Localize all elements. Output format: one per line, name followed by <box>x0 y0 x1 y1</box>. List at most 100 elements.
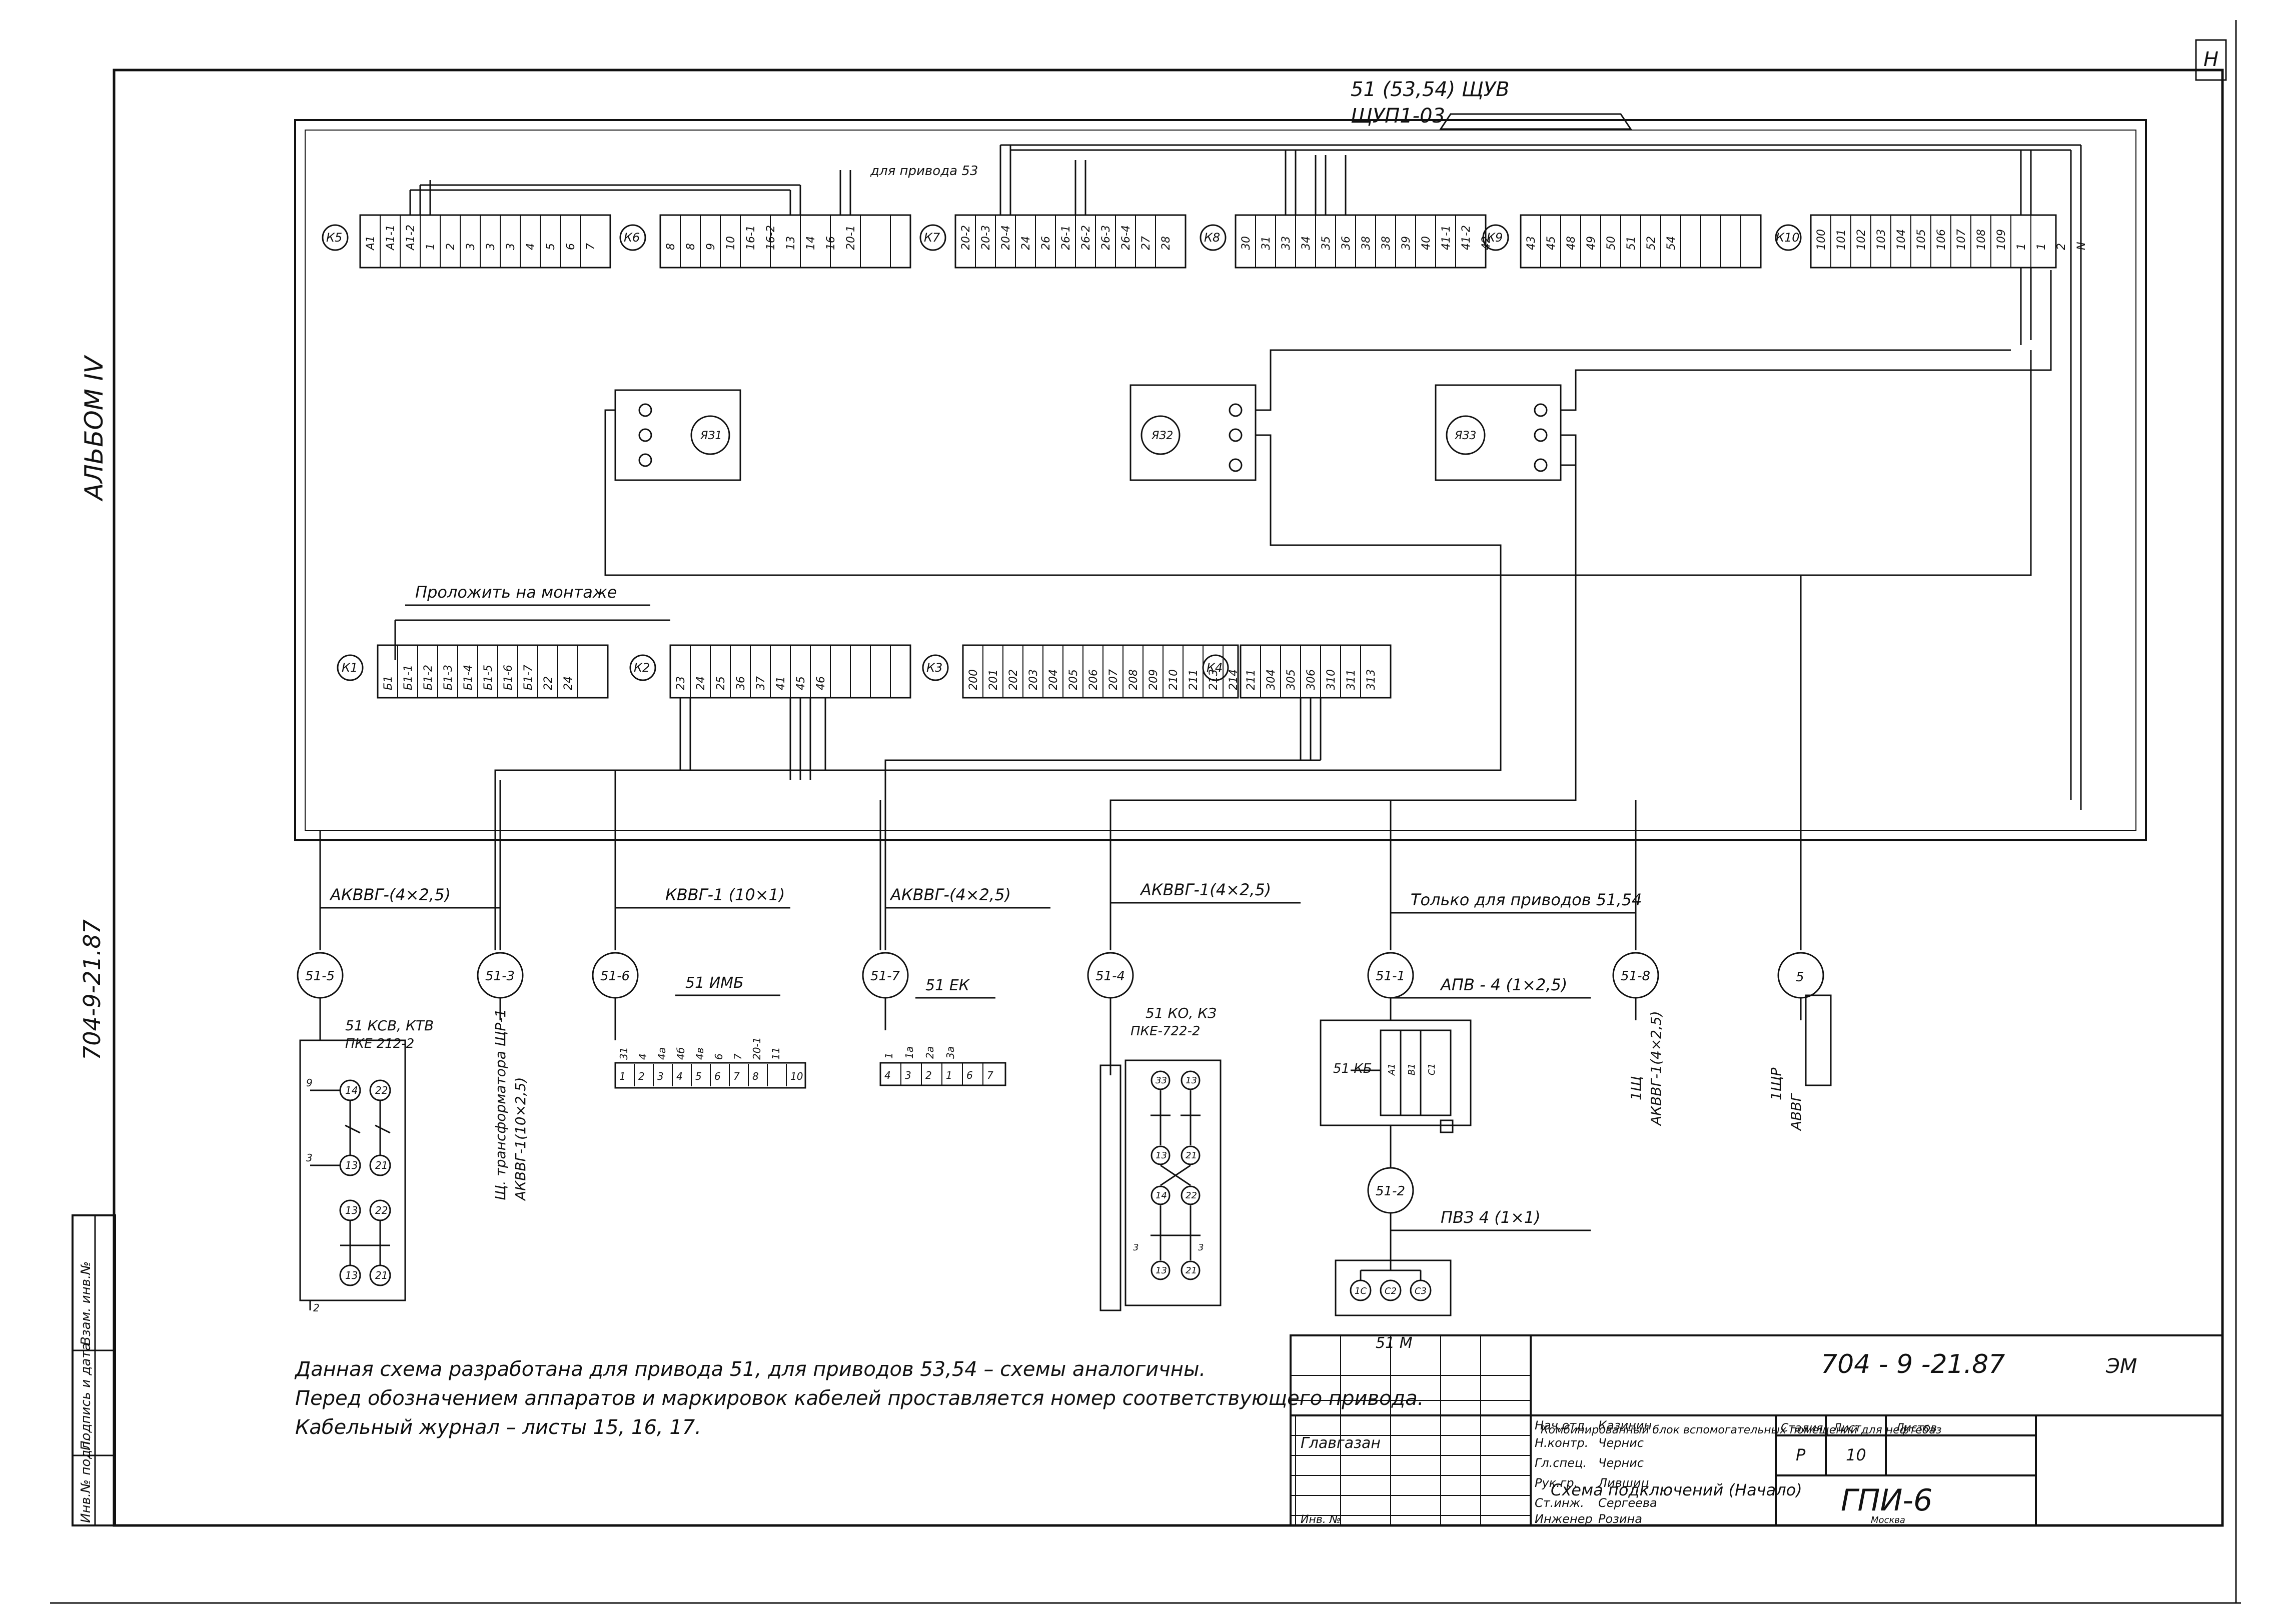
sheet-mark: Н <box>2203 48 2218 71</box>
terminal-label: 106 <box>1935 229 1948 250</box>
cable-51-1: 51-1 <box>1376 969 1405 984</box>
device-4-contact-2: 13 <box>1186 1075 1197 1086</box>
ek-terminal: 1 <box>946 1069 952 1081</box>
top-block-id-1: К5 <box>326 231 342 245</box>
terminal-label: 24 <box>1020 236 1032 250</box>
device-4-contact-4: 21 <box>1186 1150 1197 1161</box>
terminal-label: 38 <box>1360 236 1373 250</box>
tb-stage-header: Стадия <box>1781 1422 1823 1434</box>
imb-terminal: 10 <box>790 1070 803 1082</box>
general-notes: Данная схема разработана для привода 51,… <box>295 1358 1424 1445</box>
bottom-block-id-3: К3 <box>926 661 942 675</box>
imb-wire-label: 7 <box>732 1053 744 1060</box>
imb-wire-label: 6 <box>713 1053 725 1060</box>
cable-markers <box>297 952 1824 1214</box>
cable-51-8: 51-8 <box>1621 969 1650 984</box>
device-4-contact-1: 33 <box>1156 1075 1167 1086</box>
terminal-label: 40 <box>1420 236 1433 250</box>
terminal-label: 20-4 <box>1000 225 1012 250</box>
cable-note-51-1: Только для приводов 51,54 <box>1411 890 1642 909</box>
cabinet-outline <box>294 119 2147 841</box>
cable-51-6: 51-6 <box>600 969 630 984</box>
device-51-ko <box>1099 998 1222 1311</box>
terminal-label: 41-2 <box>1460 225 1473 250</box>
terminal-label: 107 <box>1955 229 1968 250</box>
imb-wire-label: 4а <box>656 1047 668 1060</box>
terminal-label: 2 <box>445 243 457 250</box>
terminal-label: 41-1 <box>1440 225 1453 250</box>
tb-city: Москва <box>1871 1515 1905 1525</box>
terminal-label: 24 <box>562 676 575 690</box>
instrument-1-id: ЯЗ1 <box>700 430 722 442</box>
terminal-label: А1-1 <box>385 225 397 251</box>
terminal-label: 4 <box>525 243 537 250</box>
device-1-contact-5: 13 <box>345 1204 358 1216</box>
terminal-label: 50 <box>1605 236 1618 250</box>
terminal-label: 26-2 <box>1080 225 1092 250</box>
tb-customer: Главгазан <box>1301 1434 1381 1452</box>
cabinet-subtitle: ЩУП1-03 <box>1351 105 1445 128</box>
device-4-title: 51 КО, КЗ <box>1146 1005 1217 1021</box>
terminal-label: 9 <box>705 243 717 250</box>
terminal-label: 1 <box>2035 243 2048 250</box>
tb-stage: Р <box>1796 1445 1806 1464</box>
device-4-contact-5: 14 <box>1156 1190 1167 1201</box>
terminal-label: 304 <box>1265 669 1278 690</box>
terminal-label: 205 <box>1067 669 1080 690</box>
terminal-label: 213 <box>1208 669 1220 690</box>
terminal-label: 14 <box>805 236 817 250</box>
terminal-label: 3 <box>465 243 477 250</box>
side-col-1: Инв.№ подл. <box>79 1437 94 1523</box>
terminal-label: 20-2 <box>960 225 972 250</box>
terminal-label: 104 <box>1895 229 1908 250</box>
terminal-label: 45 <box>1545 236 1558 250</box>
device-1-contact-2: 22 <box>375 1084 388 1096</box>
terminal-label: 200 <box>967 669 980 690</box>
ek-terminal: 2 <box>925 1069 932 1081</box>
ek-terminal: 6 <box>966 1069 973 1081</box>
tb-inv: Инв. № <box>1301 1513 1341 1526</box>
cable-spec-51-7: АКВВГ-(4×2,5) <box>889 885 1011 904</box>
terminal-label: 42 <box>1480 236 1493 250</box>
terminal-label: 13 <box>785 236 797 250</box>
terminal-label: 22 <box>542 676 555 690</box>
device-2-title: 51 ИМБ <box>685 974 744 992</box>
device-4-contact-6: 22 <box>1186 1190 1197 1201</box>
terminal-label: 3 <box>505 243 517 250</box>
cable-spec-51-3: АКВВГ-1(10×2,5) <box>512 1077 529 1201</box>
tb-role-5: Ст.инж. <box>1535 1496 1584 1510</box>
imb-wire-label: 11 <box>770 1047 782 1060</box>
terminal-label: А1 <box>365 236 377 251</box>
device-5-label-1: А1 <box>1387 1063 1397 1076</box>
device-5-title: 51 КБ <box>1333 1061 1372 1076</box>
terminal-label: 3 <box>485 243 497 250</box>
device-1-subtitle: ПКЕ 212-2 <box>345 1036 414 1051</box>
terminal-label: 102 <box>1855 229 1868 250</box>
cabinet-title: 51 (53,54) ЩУВ <box>1351 78 1510 101</box>
tb-role-1: Нач.отд. <box>1535 1418 1588 1432</box>
terminal-label: 36 <box>1340 236 1353 250</box>
imb-terminal: 8 <box>752 1070 759 1082</box>
terminal-label: 26-1 <box>1060 225 1072 250</box>
terminal-label: 105 <box>1915 229 1928 250</box>
cable-spec-5: АВВГ <box>1788 1092 1804 1131</box>
terminal-label: 27 <box>1140 236 1153 250</box>
tb-name-1: Казинин <box>1598 1418 1652 1432</box>
terminal-label: 48 <box>1565 236 1578 250</box>
instrument-3-id: ЯЗ3 <box>1454 430 1476 442</box>
device-51-ek <box>879 998 1006 1086</box>
instrument-group <box>614 384 1562 481</box>
terminal-label: Б1 <box>382 676 395 690</box>
terminal-label: 206 <box>1087 669 1100 690</box>
tb-sheets-header: Листов <box>1895 1422 1937 1434</box>
terminal-label: 7 <box>585 243 597 250</box>
device-1-contact-8: 21 <box>375 1269 388 1281</box>
side-stamp <box>72 1214 116 1526</box>
top-block-id-5: К9 <box>1487 231 1503 245</box>
tb-name-3: Чернис <box>1598 1456 1644 1470</box>
device-1-contact-6: 22 <box>375 1204 388 1216</box>
tb-org: ГПИ-6 <box>1841 1483 1932 1518</box>
device-4-wire-1: 3 <box>1133 1242 1139 1253</box>
terminal-label: 207 <box>1107 669 1120 690</box>
title-block <box>1290 1334 2223 1526</box>
